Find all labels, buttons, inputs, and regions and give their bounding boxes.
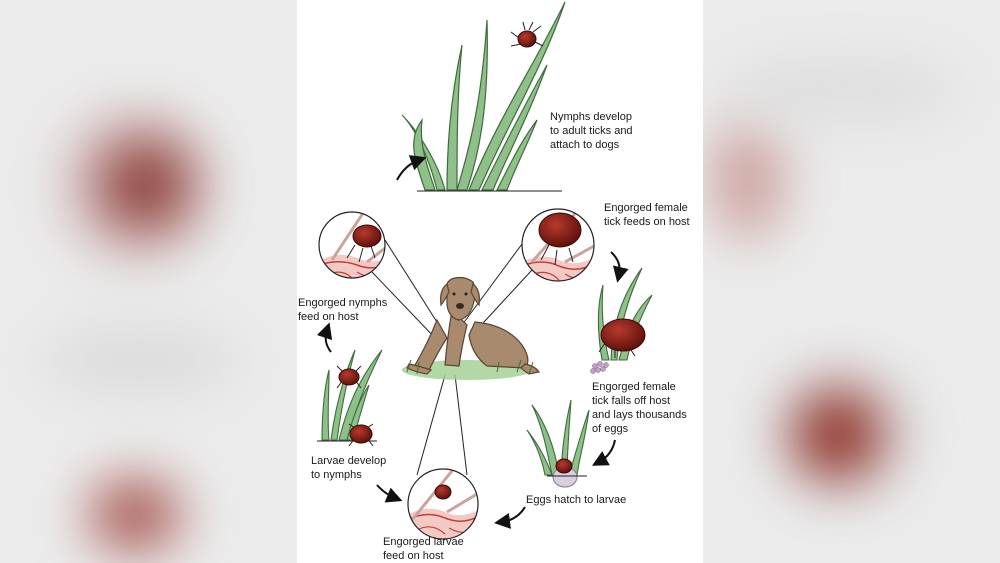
magnifier-larvae-on-host bbox=[407, 468, 479, 540]
tick-life-cycle-diagram: Nymphs develop to adult ticks and attach… bbox=[297, 0, 703, 563]
adult-tick-top bbox=[510, 21, 544, 48]
cycle-arrow bbox=[591, 439, 616, 466]
cycle-arrow bbox=[316, 322, 333, 353]
nymph-tick-lower bbox=[348, 423, 374, 447]
engorged-female-tick bbox=[598, 318, 646, 358]
dog-host bbox=[402, 276, 540, 380]
blur-blob bbox=[100, 140, 190, 230]
label-eggs-hatch: Eggs hatch to larvae bbox=[526, 494, 627, 506]
label-engorged-female-feeds: Engorged female tick feeds on host bbox=[604, 202, 690, 228]
blur-blob bbox=[723, 60, 963, 120]
blurred-background-right bbox=[703, 0, 1000, 563]
label-engorged-nymphs: Engorged nymphs feed on host bbox=[298, 297, 388, 323]
magnifier-nymph-on-host bbox=[318, 211, 386, 279]
diagram-illustration bbox=[316, 1, 653, 540]
cycle-arrow bbox=[610, 251, 629, 283]
label-engorged-larvae: Engorged larvae feed on host bbox=[383, 536, 464, 562]
blur-blob bbox=[90, 480, 180, 550]
hatching-larva bbox=[555, 458, 573, 474]
cycle-arrow bbox=[494, 506, 526, 529]
cycle-arrow bbox=[376, 484, 403, 503]
grass-nymphs bbox=[317, 349, 383, 442]
tick-eggs bbox=[590, 361, 609, 374]
blur-blob bbox=[713, 120, 783, 240]
nymph-tick-upper bbox=[336, 365, 362, 389]
blur-blob bbox=[793, 390, 883, 480]
grass-eggs-hatching bbox=[526, 399, 590, 476]
label-nymphs-develop: Nymphs develop to adult ticks and attach… bbox=[550, 111, 633, 151]
cycle-arrow bbox=[396, 155, 427, 181]
blur-blob bbox=[40, 330, 240, 390]
label-larvae-develop: Larvae develop to nymphs bbox=[311, 455, 387, 481]
label-engorged-female-falls: Engorged female tick falls off host and … bbox=[592, 381, 687, 435]
top-grass bbox=[401, 1, 566, 192]
blurred-background-left bbox=[0, 0, 297, 563]
